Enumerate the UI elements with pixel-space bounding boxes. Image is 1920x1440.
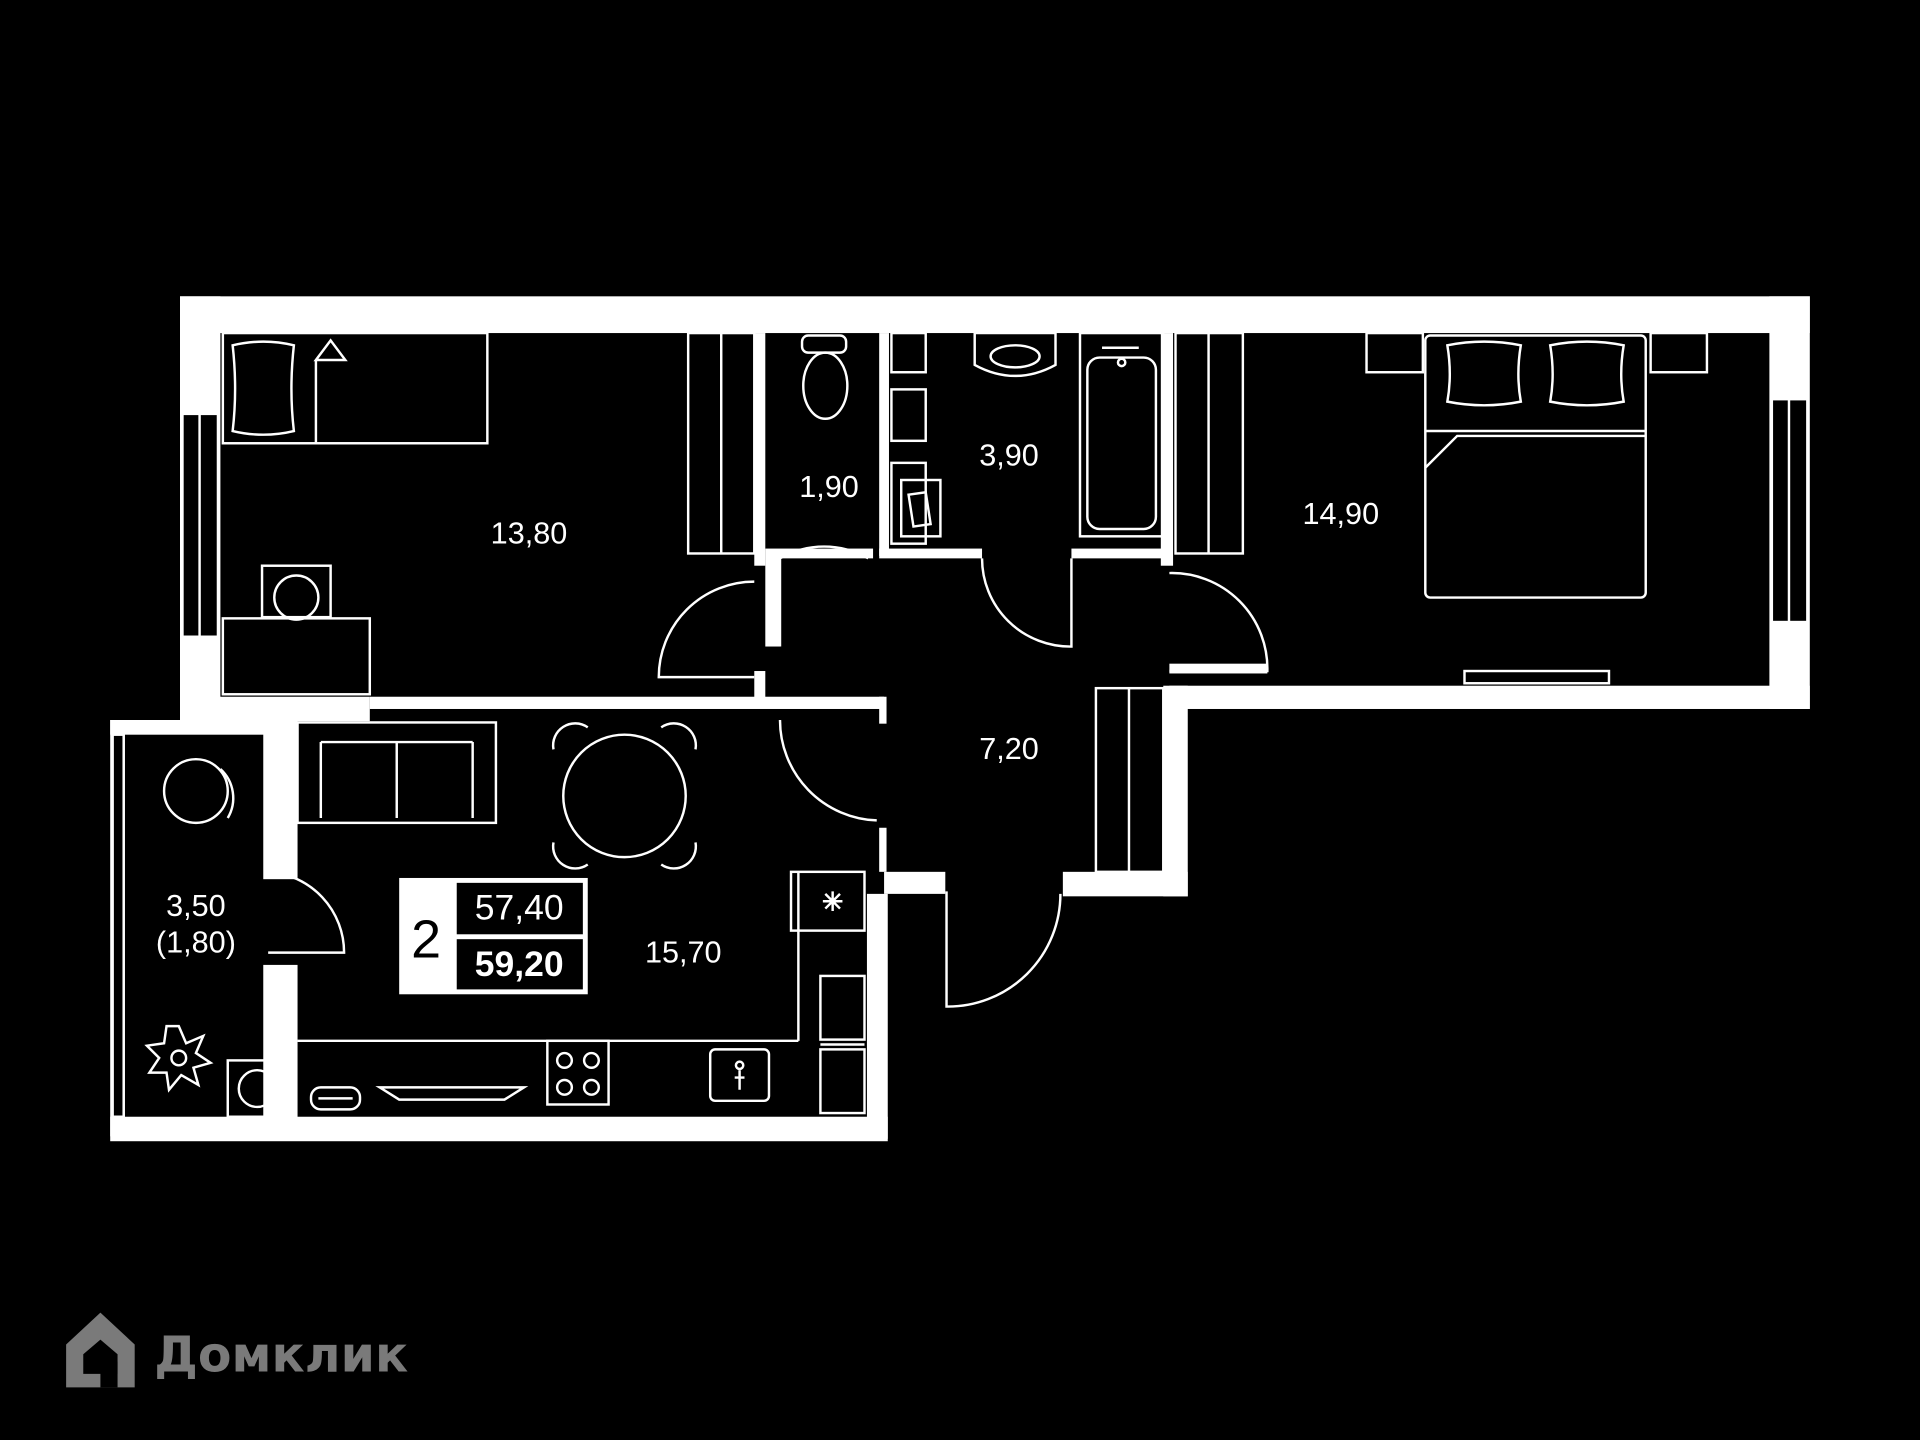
room-labels: 13,80 1,90 3,90 14,90 7,20 3,50 (1,80) 1…	[156, 438, 1379, 969]
loggia-furniture	[144, 757, 288, 1118]
desk-chair	[273, 574, 320, 621]
nightstand-left	[1365, 331, 1425, 374]
watermark: Домклик	[66, 1312, 408, 1388]
loggia-chair	[162, 757, 229, 825]
stove	[546, 1039, 610, 1106]
summary-badge: 2 57,40 59,20	[399, 877, 588, 995]
nightstand-right	[1649, 331, 1709, 374]
plant-icon	[144, 1024, 214, 1093]
walls	[110, 296, 1810, 1142]
boiler	[226, 1059, 288, 1118]
house-logo-icon	[66, 1312, 135, 1388]
total-area: 59,20	[475, 944, 564, 984]
bathtub	[1078, 331, 1165, 538]
rooms-count: 2	[411, 910, 441, 970]
kitchen-furniture	[296, 721, 866, 1115]
range-hood	[375, 1086, 529, 1101]
single-bed	[221, 331, 489, 445]
right-bedroom-furniture	[1365, 331, 1709, 685]
area-loggia-reduced: (1,80)	[156, 926, 236, 960]
bathroom-furniture	[900, 331, 1165, 538]
wc-furniture	[800, 331, 927, 545]
dining-table	[562, 733, 687, 859]
door-swings	[268, 545, 1269, 1008]
area-bathroom: 3,90	[979, 438, 1039, 472]
area-bedroom-left: 13,80	[491, 517, 568, 551]
washing-machine	[900, 478, 942, 538]
tv	[1463, 669, 1611, 685]
windows	[111, 397, 1809, 1118]
area-hall: 7,20	[979, 732, 1039, 766]
left-bedroom-furniture	[221, 331, 489, 696]
kitchen-sink	[708, 1048, 771, 1103]
living-area: 57,40	[475, 888, 564, 928]
fridge	[789, 870, 866, 932]
sofa	[296, 721, 498, 825]
wardrobes	[686, 331, 1245, 874]
window-loggia	[111, 733, 125, 1118]
area-wc: 1,90	[799, 470, 859, 504]
sink	[973, 331, 1057, 378]
area-loggia: 3,50	[166, 889, 226, 923]
area-kitchen-living: 15,70	[645, 935, 722, 969]
watermark-text: Домклик	[154, 1326, 408, 1383]
area-bedroom-right: 14,90	[1303, 497, 1380, 531]
toilet-bowl	[802, 351, 849, 420]
